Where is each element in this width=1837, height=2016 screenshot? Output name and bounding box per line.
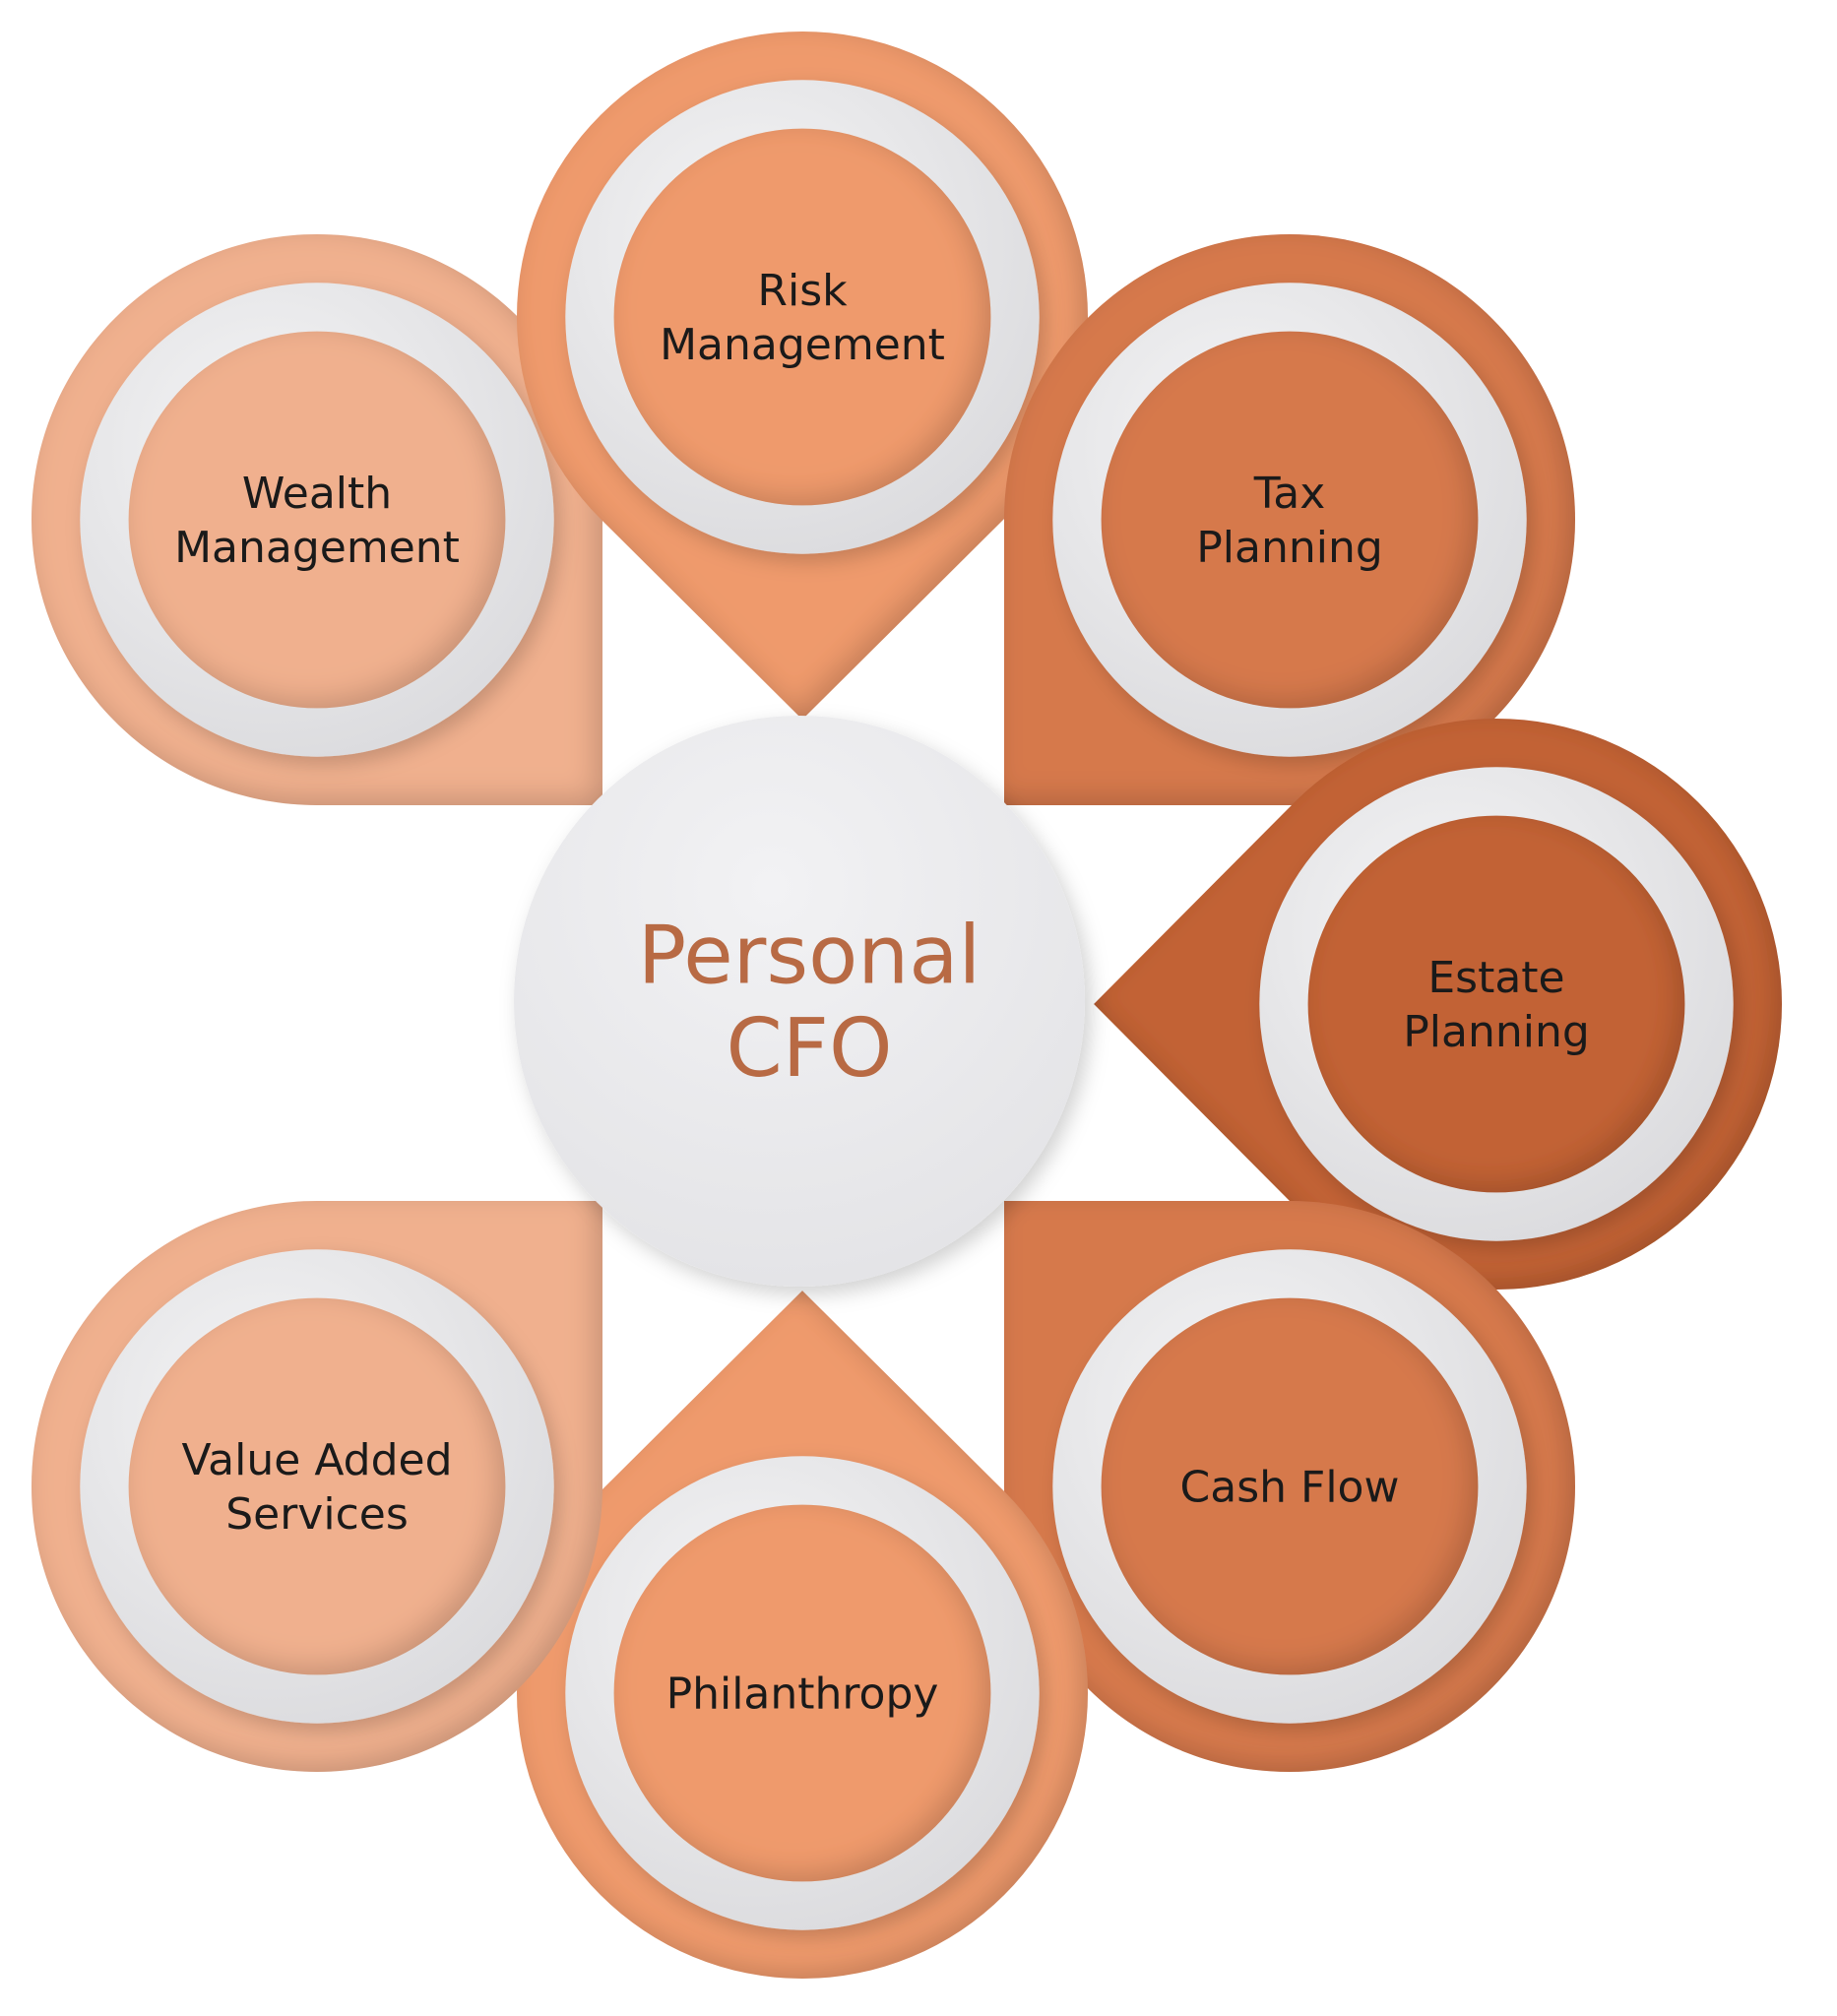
- node-inner-tax-planning: [1101, 331, 1479, 709]
- node-inner-cash-flow: [1101, 1297, 1479, 1675]
- node-inner-philanthropy: [613, 1504, 991, 1882]
- node-label-philanthropy: Philanthropy: [666, 1669, 939, 1719]
- center-circle: [514, 716, 1085, 1287]
- node-inner-estate-planning: [1307, 815, 1685, 1193]
- node-inner-value-added-services: [128, 1297, 506, 1675]
- node-philanthropy: Philanthropy: [516, 1291, 1088, 1980]
- node-label-cash-flow: Cash Flow: [1180, 1462, 1400, 1512]
- node-inner-wealth-management: [128, 331, 506, 709]
- node-cash-flow: Cash Flow: [1004, 1201, 1575, 1772]
- node-inner-risk-management: [613, 128, 991, 506]
